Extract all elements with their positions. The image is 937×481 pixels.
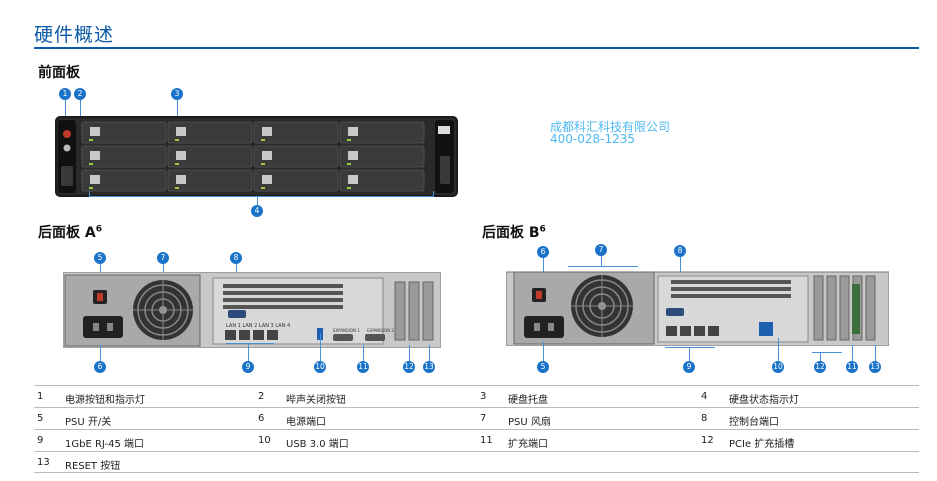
callout-b13: 13	[869, 361, 881, 373]
port-label-lan1: LAN 1	[226, 323, 241, 329]
callout-b10: 10	[772, 361, 784, 373]
front-panel-heading: 前面板	[38, 65, 80, 81]
callout-b5: 5	[537, 361, 549, 373]
rear-a-heading: 后面板 A6	[38, 224, 102, 241]
page-title: 硬件概述	[34, 24, 115, 46]
port-label-lan4: LAN 4	[275, 323, 291, 329]
callout-2: 2	[74, 88, 86, 100]
title-divider	[34, 47, 919, 49]
callout-b9: 9	[683, 361, 695, 373]
expansion-label-1: EXPANSION 1	[333, 328, 360, 333]
callout-a12: 12	[403, 361, 415, 373]
callout-3: 3	[171, 88, 183, 100]
callout-b6: 6	[537, 246, 549, 258]
callout-a8: 8	[230, 252, 242, 264]
legend-divider	[34, 472, 919, 473]
callout-a5: 5	[94, 252, 106, 264]
port-label-lan2: LAN 2	[242, 323, 258, 329]
callout-a9: 9	[242, 361, 254, 373]
callout-b12: 12	[814, 361, 826, 373]
callout-a10: 10	[314, 361, 326, 373]
callout-b8: 8	[674, 245, 686, 257]
callout-a13: 13	[423, 361, 435, 373]
callout-a7: 7	[157, 252, 169, 264]
expansion-label-2: EXPANSION 2	[367, 328, 394, 333]
rear-b-heading: 后面板 B6	[482, 224, 546, 241]
callout-a6: 6	[94, 361, 106, 373]
front-panel-image	[55, 116, 458, 197]
watermark-phone: 400-028-1235	[550, 132, 636, 146]
callout-a11: 11	[357, 361, 369, 373]
watermark: 成都科汇科技有限公司 400-028-1235	[550, 121, 670, 145]
callout-b7: 7	[595, 244, 607, 256]
callout-1: 1	[59, 88, 71, 100]
watermark-company: 成都科汇科技有限公司	[550, 120, 671, 134]
callout-4: 4	[251, 205, 263, 217]
callout-b11: 11	[846, 361, 858, 373]
port-label-lan3: LAN 3	[258, 323, 274, 329]
rear-panel-b-image	[506, 271, 889, 346]
rear-panel-a-image	[63, 272, 441, 348]
